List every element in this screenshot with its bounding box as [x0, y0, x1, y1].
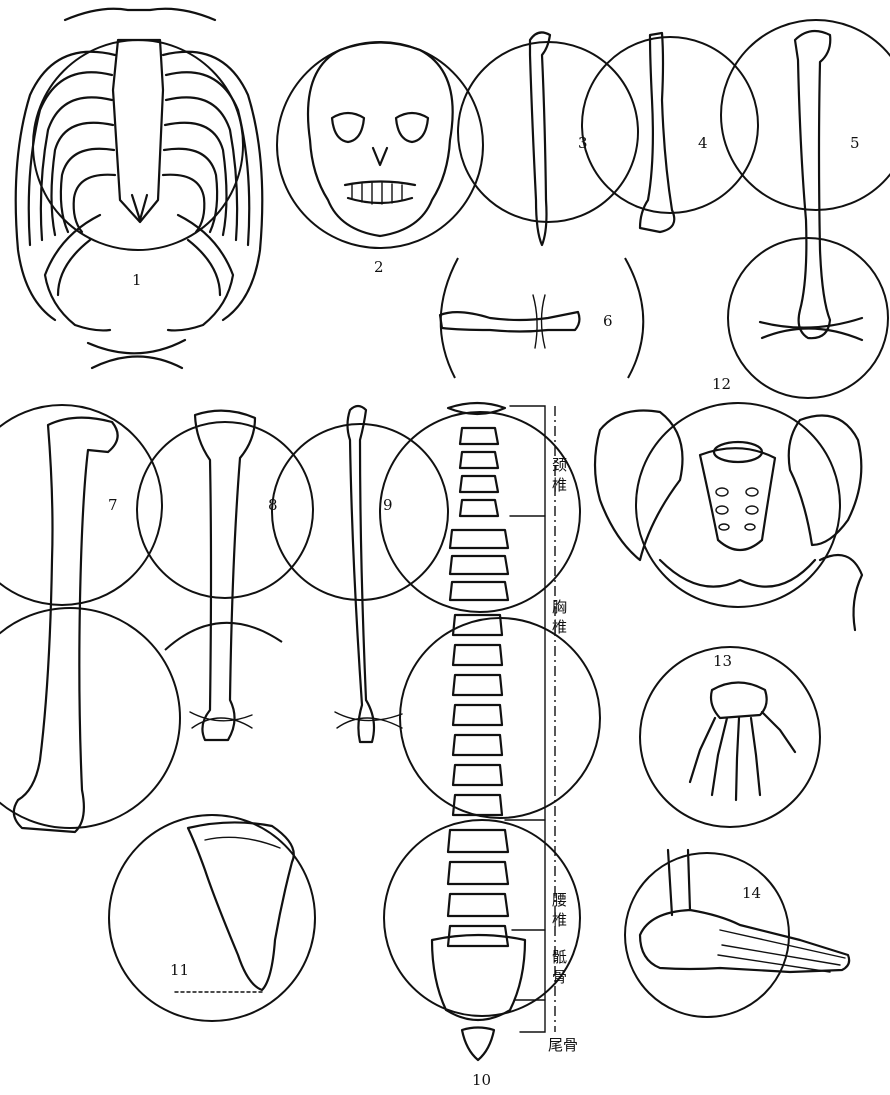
- tibia-bone: [195, 411, 255, 740]
- pubic-arch: [660, 560, 815, 587]
- bone-6-figure: 6: [440, 258, 643, 378]
- skull-figure: 2: [277, 42, 483, 276]
- vertebrae: [432, 403, 525, 1060]
- label-lumbar-1: 腰: [552, 891, 567, 909]
- hand-figure: 13: [640, 647, 820, 827]
- spine-lower-circle: [384, 820, 580, 1016]
- clavicle-line: [65, 9, 215, 20]
- leg-bones: [668, 850, 690, 915]
- bone-7-figure: 7: [0, 405, 180, 832]
- pelvis-figure: 12: [595, 375, 862, 630]
- figure-number-13: 13: [713, 652, 732, 670]
- left-orbit: [332, 113, 364, 142]
- radius-bone: [640, 33, 674, 232]
- scapula-figure: 11: [109, 815, 315, 1021]
- sternum: [113, 40, 163, 222]
- bone-9-figure: 9: [272, 406, 448, 742]
- coccyx: [462, 1028, 494, 1061]
- foot-bones: [640, 910, 849, 972]
- sacrum: [432, 935, 525, 1020]
- humerus-bone: [795, 31, 830, 338]
- figure-number-12: 12: [712, 375, 731, 393]
- foot-circle: [625, 853, 789, 1017]
- label-cervical-1: 颈: [552, 456, 567, 474]
- label-thoracic-2: 椎: [552, 618, 567, 636]
- figure-number-6: 6: [603, 312, 613, 330]
- bone-3-figure: 3: [458, 32, 638, 245]
- tibia-cross-mark: [190, 712, 252, 728]
- figure-number-11: 11: [170, 961, 189, 979]
- nasal-cavity: [373, 148, 387, 165]
- bone-6-arc-left: [441, 258, 458, 378]
- figure-number-2: 2: [374, 258, 384, 276]
- foot-figure: 14: [625, 850, 849, 1017]
- bone-5-lower-circle: [728, 238, 888, 398]
- clavicle-cross-mark: [533, 295, 545, 348]
- clavicle-bone: [440, 312, 579, 332]
- figure-number-14: 14: [742, 884, 761, 902]
- label-thoracic-1: 胸: [552, 598, 567, 616]
- fibula-bone: [348, 406, 375, 742]
- bone-8-figure: 8: [137, 411, 313, 740]
- right-ilium: [789, 416, 862, 546]
- humerus-cross-mark: [760, 318, 862, 340]
- label-sacrum-2: 骨: [552, 968, 567, 986]
- scapula-circle: [109, 815, 315, 1021]
- figure-number-7: 7: [108, 496, 118, 514]
- femur-head-pelvis: [820, 555, 862, 630]
- bone-8-upper-circle: [137, 422, 313, 598]
- bone-5-upper-circle: [721, 20, 890, 210]
- figure-number-1: 1: [132, 271, 142, 289]
- figure-number-5: 5: [850, 134, 860, 152]
- teeth-rows: [345, 182, 415, 204]
- finger-bones: [690, 712, 795, 800]
- label-sacrum-1: 骶: [552, 948, 567, 966]
- ulna-bone: [530, 32, 550, 245]
- bone-4-circle: [582, 37, 758, 213]
- right-orbit: [396, 113, 428, 142]
- skull-outline: [308, 43, 453, 237]
- figure-number-4: 4: [698, 134, 708, 152]
- label-lumbar-2: 椎: [552, 911, 567, 929]
- scapula-spine: [205, 837, 280, 848]
- label-coccyx: 尾骨: [548, 1036, 578, 1054]
- fibula-cross-mark: [335, 712, 402, 728]
- spine-figure: 颈 椎 胸 椎 腰 椎 骶 骨 尾骨 10: [380, 403, 600, 1089]
- bone-4-figure: 4: [582, 33, 758, 232]
- bone-3-circle: [458, 42, 638, 222]
- sacral-foramina: [716, 488, 758, 530]
- label-cervical-2: 椎: [552, 476, 567, 494]
- sacrum-pelvis: [700, 448, 775, 550]
- carpal-bones: [711, 683, 767, 719]
- pelvis-circle: [636, 403, 840, 607]
- femur-bone: [14, 418, 118, 832]
- rib-cage-cross-mark: [88, 340, 185, 368]
- figure-number-10: 10: [472, 1071, 491, 1089]
- left-ribs: [16, 52, 115, 331]
- bone-6-arc-right: [625, 258, 643, 378]
- bone-8-lower-arc: [165, 623, 282, 650]
- hand-circle: [640, 647, 820, 827]
- right-ribs: [163, 52, 262, 331]
- rib-cage-figure: 1: [16, 9, 263, 368]
- figure-number-9: 9: [383, 496, 393, 514]
- skull-circle: [277, 42, 483, 248]
- bone-5-figure: 5: [721, 20, 890, 398]
- sacral-promontory: [714, 442, 762, 462]
- bone-7-lower-circle: [0, 608, 180, 828]
